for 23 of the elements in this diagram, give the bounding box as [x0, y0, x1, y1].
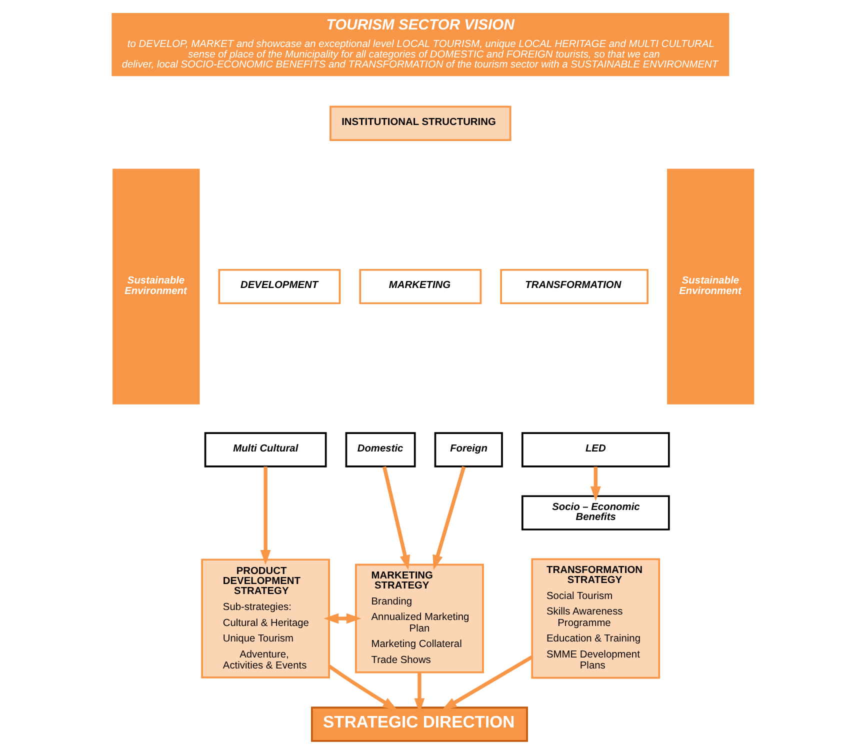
node-box: Foreign	[434, 432, 502, 468]
arrow	[441, 655, 532, 710]
arrow	[328, 664, 398, 710]
arrow	[382, 466, 410, 570]
node-box: PRODUCT DEVELOPMENT STRATEGY Sub-strategies: Cultural & Heritage Unique Tourism Adventure, Activities & Events	[200, 558, 330, 678]
node-box: TRANSFORMATION	[500, 268, 648, 304]
arrow	[590, 466, 600, 502]
node-box: Socio – Economic Benefits	[520, 495, 670, 530]
node-box: MARKETING	[358, 268, 482, 304]
node-box: MARKETING STRATEGY Branding Annualized Marketing Plan Marketing Collateral Trade Shows	[354, 564, 484, 674]
arrow	[432, 466, 466, 570]
arrow	[260, 466, 270, 565]
node-box: STRATEGIC DIRECTION	[310, 706, 528, 742]
node-box: Sustainable Environment	[666, 168, 754, 404]
node-box: TRANSFORMATION STRATEGY Social Tourism Skills Awareness Programme Education & Training SMME Development Plans	[530, 558, 660, 679]
node-box: Domestic	[344, 432, 416, 468]
node-box: Sustainable Environment	[112, 168, 200, 404]
arrow	[323, 613, 361, 624]
node-box: DEVELOPMENT	[218, 268, 340, 304]
node-box: LED	[520, 432, 670, 468]
node-box: TOURISM SECTOR VISION to DEVELOP, MARKET and showcase an exceptional level LOCAL TOURISM, unique LOCAL HERITAGE and MULTI CULTURAL sense of place of the Municipality for all categories of DOMESTIC and FOREIGN tourists, so that we can deliver, local SOCIO-ECONOMIC BENEFITS and TRANSFORMATION of the tourism sector with a SUSTAINABLE ENVIRONMENT	[109, 11, 731, 78]
node-box: Multi Cultural	[204, 432, 326, 468]
node-box: INSTITUTIONAL STRUCTURING	[329, 106, 511, 141]
